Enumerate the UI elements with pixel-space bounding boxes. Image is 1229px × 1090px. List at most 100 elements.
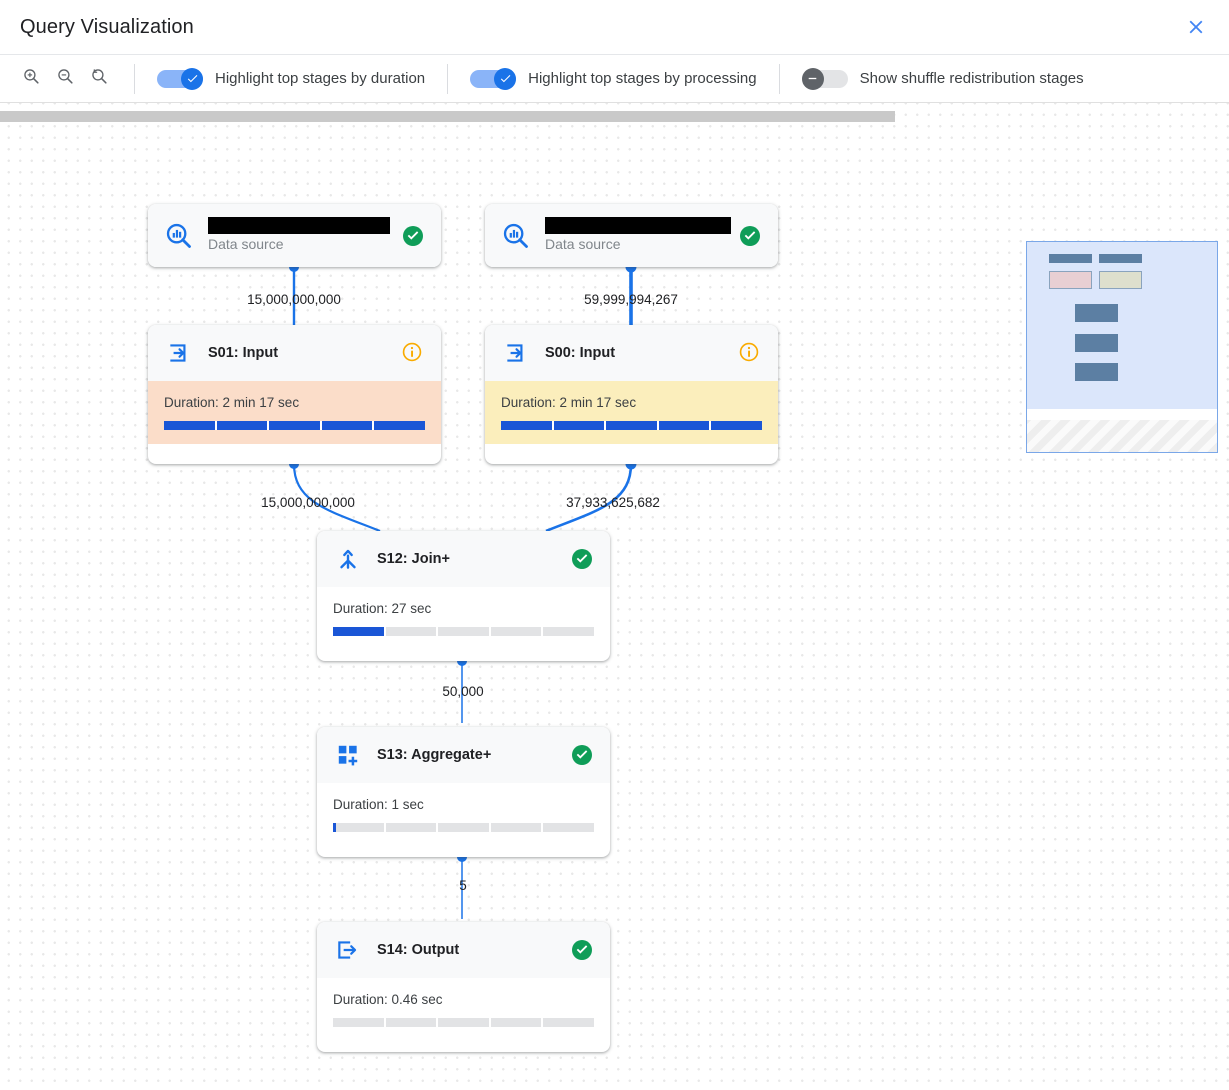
toggle-show-shuffle[interactable]: Show shuffle redistribution stages — [788, 55, 1098, 102]
duration-progress-bar — [164, 421, 425, 430]
progress-fill — [501, 421, 762, 430]
minimap-node — [1075, 363, 1118, 381]
status-badge-success — [738, 224, 762, 248]
switch-knob-checked — [181, 67, 203, 90]
horizontal-scrollbar-thumb[interactable] — [0, 111, 895, 122]
node-stage-s14[interactable]: S14: Output Duration: 0.46 sec — [317, 922, 610, 1052]
input-icon — [164, 338, 194, 368]
node-data-source-left[interactable]: Data source — [148, 204, 441, 267]
redacted-datasource-name — [208, 217, 390, 234]
edge-label-rows: 37,933,625,682 — [566, 495, 660, 510]
toggle-highlight-processing-label: Highlight top stages by processing — [528, 70, 757, 87]
minimap-node-highlight-peach — [1049, 271, 1092, 289]
graph-toolbar: Highlight top stages by duration Highlig… — [0, 54, 1229, 103]
status-badge-info[interactable] — [401, 341, 425, 365]
node-header: S12: Join+ — [317, 531, 610, 587]
node-duration-section: Duration: 1 sec — [317, 783, 610, 846]
toggle-highlight-duration[interactable]: Highlight top stages by duration — [143, 55, 439, 102]
duration-progress-bar — [333, 1018, 594, 1027]
edge-label-rows: 15,000,000,000 — [247, 292, 341, 307]
duration-label: Duration: 0.46 sec — [333, 992, 443, 1007]
node-header: S01: Input — [148, 325, 441, 381]
node-header: S00: Input — [485, 325, 778, 381]
minimap-hatched-area — [1027, 420, 1217, 452]
data-source-subtitle: Data source — [208, 236, 284, 252]
edge-label-rows: 5 — [459, 878, 467, 893]
node-duration-section: Duration: 0.46 sec — [317, 978, 610, 1041]
node-duration-section: Duration: 2 min 17 sec — [485, 381, 778, 444]
node-stage-s01[interactable]: S01: Input Duration: 2 min 17 sec — [148, 325, 441, 464]
toggle-highlight-processing-switch[interactable] — [470, 67, 517, 90]
close-button[interactable] — [1177, 8, 1215, 46]
node-title: S01: Input — [208, 345, 279, 361]
zoom-controls — [0, 55, 126, 102]
data-source-text: Data source — [545, 217, 738, 254]
progress-fill — [333, 627, 386, 636]
progress-fill — [333, 823, 337, 832]
duration-label: Duration: 2 min 17 sec — [501, 395, 637, 410]
toggle-highlight-processing[interactable]: Highlight top stages by processing — [456, 55, 770, 102]
data-source-icon — [501, 221, 531, 251]
node-title: S13: Aggregate+ — [377, 747, 492, 763]
node-title: S14: Output — [377, 942, 460, 958]
node-header: S13: Aggregate+ — [317, 727, 610, 783]
graph-canvas[interactable]: 15,000,000,000 59,999,994,267 15,000,000… — [0, 103, 1229, 1090]
data-source-subtitle: Data source — [545, 236, 621, 252]
toolbar-divider-3 — [778, 63, 780, 94]
edge-label-rows: 59,999,994,267 — [584, 292, 678, 307]
node-header: Data source — [485, 204, 778, 267]
zoom-reset-icon — [90, 67, 109, 91]
node-title: S00: Input — [545, 345, 616, 361]
node-stage-s13[interactable]: S13: Aggregate+ Duration: 1 sec — [317, 727, 610, 857]
node-stage-s12[interactable]: S12: Join+ Duration: 27 sec — [317, 531, 610, 661]
duration-progress-bar — [333, 627, 594, 636]
toolbar-divider-2 — [447, 63, 449, 94]
window-titlebar: Query Visualization — [0, 0, 1229, 54]
graph-minimap[interactable] — [1026, 241, 1218, 453]
input-icon — [501, 338, 531, 368]
toggle-show-shuffle-switch[interactable] — [801, 67, 848, 90]
minimap-node — [1049, 254, 1092, 263]
duration-label: Duration: 1 sec — [333, 797, 424, 812]
toggle-show-shuffle-label: Show shuffle redistribution stages — [859, 70, 1084, 87]
node-duration-section: Duration: 27 sec — [317, 587, 610, 650]
duration-progress-bar — [501, 421, 762, 430]
redacted-datasource-name — [545, 217, 731, 234]
status-badge-success — [570, 938, 594, 962]
zoom-in-button[interactable] — [14, 62, 48, 96]
minimap-node — [1099, 254, 1142, 263]
node-data-source-right[interactable]: Data source — [485, 204, 778, 267]
join-icon — [333, 544, 363, 574]
node-stage-s00[interactable]: S00: Input Duration: 2 min 17 sec — [485, 325, 778, 464]
status-badge-info[interactable] — [738, 341, 762, 365]
edge-label-rows: 50,000 — [442, 684, 484, 699]
canvas-dot-grid — [0, 103, 1229, 1090]
toggle-highlight-duration-switch[interactable] — [157, 67, 203, 90]
aggregate-icon — [333, 740, 363, 770]
data-source-text: Data source — [208, 217, 401, 254]
switch-knob-checked — [494, 67, 517, 90]
status-badge-success — [570, 743, 594, 767]
node-header: Data source — [148, 204, 441, 267]
zoom-out-button[interactable] — [48, 62, 82, 96]
progress-fill — [164, 421, 425, 430]
zoom-in-icon — [22, 67, 41, 91]
node-header: S14: Output — [317, 922, 610, 978]
edge-label-rows: 15,000,000,000 — [261, 495, 355, 510]
node-title: S12: Join+ — [377, 551, 450, 567]
output-icon — [333, 935, 363, 965]
horizontal-scrollbar-track[interactable] — [0, 107, 1229, 122]
close-icon — [1185, 16, 1207, 38]
status-badge-success — [570, 547, 594, 571]
minimap-node — [1075, 304, 1118, 322]
switch-knob-unchecked — [801, 67, 824, 90]
minimap-viewport[interactable] — [1027, 242, 1217, 409]
minimap-node-highlight-cream — [1099, 271, 1142, 289]
toggle-highlight-duration-label: Highlight top stages by duration — [215, 70, 426, 87]
duration-label: Duration: 27 sec — [333, 601, 432, 616]
minimap-node — [1075, 334, 1118, 352]
node-duration-section: Duration: 2 min 17 sec — [148, 381, 441, 444]
zoom-reset-button[interactable] — [82, 62, 116, 96]
data-source-icon — [164, 221, 194, 251]
status-badge-success — [401, 224, 425, 248]
